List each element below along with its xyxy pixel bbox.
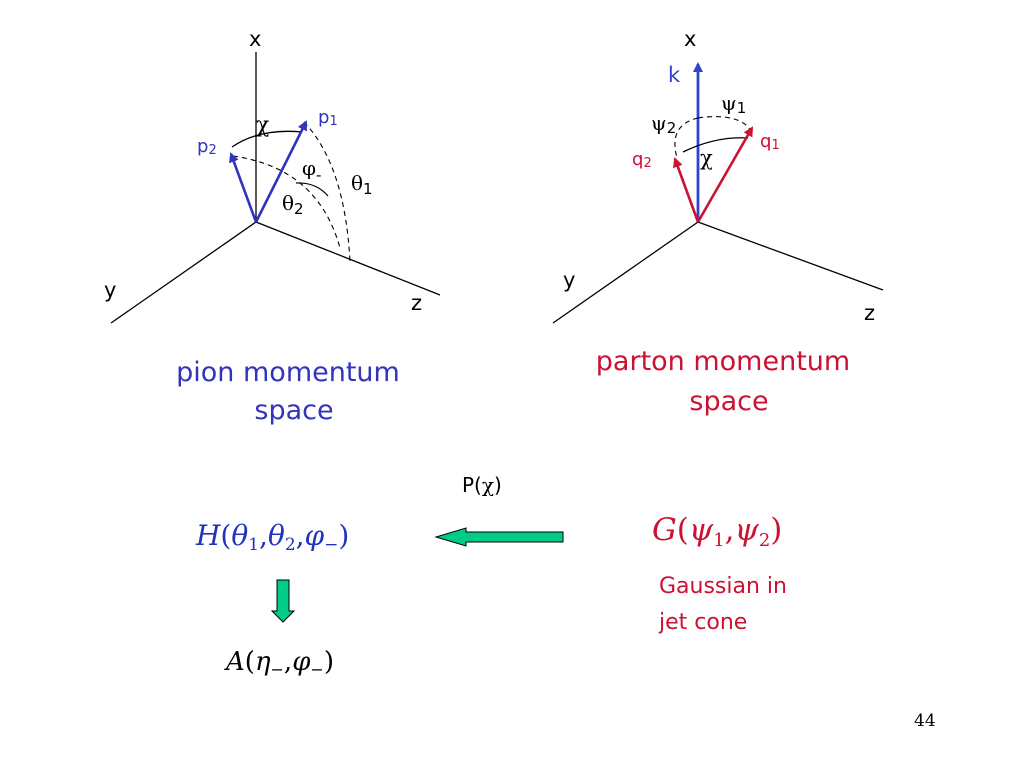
pion-dashed-arc-p1 (303, 121, 351, 263)
parton-k-label: k (668, 63, 681, 87)
pion-phi-arc (295, 182, 329, 197)
down-arrow (270, 579, 296, 623)
parton-z-label: z (864, 301, 875, 325)
pion-p2-vector (229, 152, 258, 223)
pion-p2-label: p2 (197, 136, 217, 158)
pion-theta1-label: θ1 (351, 171, 373, 198)
pion-phi-label: φ- (302, 156, 321, 184)
parton-psi1-label: ψ1 (721, 91, 746, 117)
parton-caption-line2: space (689, 386, 768, 417)
parton-chi-arc (682, 137, 749, 153)
parton-y-axis (552, 221, 699, 324)
parton-diagram: x y z k ψ1 ψ2 χ q1 q2 parton momentum sp… (552, 27, 884, 417)
formula-section: P(χ) H(θ1,θ2,φ−) G(ψ1,ψ2) Gaussian in je… (195, 473, 787, 679)
pion-x-label: x (249, 27, 261, 51)
pion-chi-arc (231, 130, 303, 148)
formula-H: H(θ1,θ2,φ−) (195, 519, 349, 555)
gaussian-line1: Gaussian in (659, 574, 787, 599)
parton-z-axis (697, 221, 884, 291)
parton-dashed-arc-psi2 (674, 117, 699, 159)
page-number: 44 (914, 711, 936, 731)
parton-chi-label: χ (700, 146, 713, 170)
parton-psi2-label: ψ2 (651, 111, 676, 137)
gaussian-line2: jet cone (658, 610, 747, 635)
pion-p1-label: p1 (318, 107, 338, 129)
parton-caption-line1: parton momentum (596, 346, 850, 377)
pion-diagram: x y z χ p1 p2 φ- θ1 θ2 pion momentum spa… (104, 27, 441, 426)
pion-y-axis (110, 221, 257, 324)
formula-G: G(ψ1,ψ2) (652, 512, 782, 551)
parton-q2-vector (673, 157, 700, 223)
formula-A: A(η−,φ−) (224, 647, 334, 679)
p-chi-label: P(χ) (462, 473, 502, 497)
pion-caption-line2: space (254, 395, 333, 426)
parton-dashed-arc-psi1 (697, 116, 753, 133)
pion-caption-line1: pion momentum (176, 357, 400, 388)
pion-theta2-label: θ2 (282, 191, 304, 218)
parton-x-label: x (684, 27, 696, 51)
pion-dashed-arc-p2 (232, 155, 341, 249)
pion-p1-vector (254, 120, 308, 223)
pion-chi-label: χ (256, 113, 269, 138)
pion-z-axis (255, 221, 441, 296)
parton-y-label: y (563, 268, 575, 292)
pion-z-label: z (411, 291, 422, 315)
parton-q1-label: q1 (760, 131, 780, 153)
parton-q1-vector (696, 126, 754, 223)
pion-y-label: y (104, 278, 116, 302)
parton-q2-label: q2 (632, 149, 652, 171)
left-arrow (434, 527, 564, 547)
